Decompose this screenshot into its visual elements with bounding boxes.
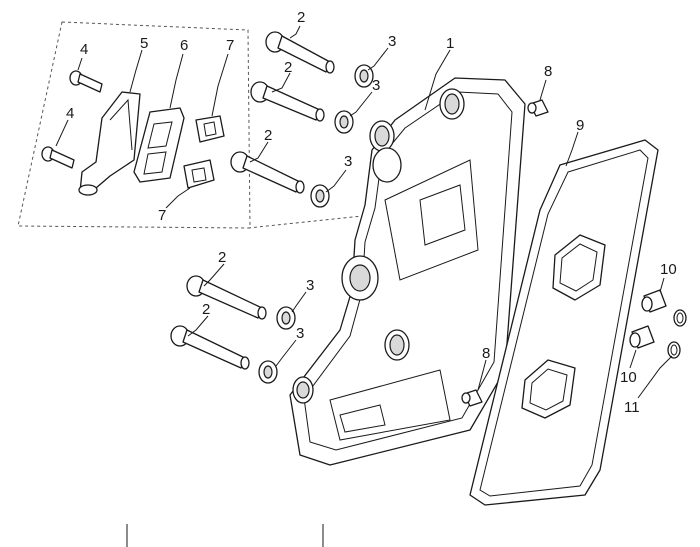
callout-3d: 3 — [306, 277, 314, 294]
valve-cover — [289, 77, 526, 466]
sleeve-10-a — [641, 289, 667, 313]
clip-7-b — [183, 159, 215, 189]
dowel-8-a — [527, 99, 549, 117]
callout-3a: 3 — [388, 33, 396, 50]
callout-1: 1 — [446, 35, 454, 52]
callout-3c: 3 — [344, 153, 352, 170]
breather-pipe-5 — [78, 91, 141, 196]
callout-3e: 3 — [296, 325, 304, 342]
screw-4-a — [69, 70, 103, 93]
o-ring-11 — [667, 309, 687, 359]
cover-gasket — [469, 139, 659, 506]
sleeve-10-b — [629, 325, 655, 349]
bolt-2-b — [250, 81, 325, 122]
bolt-2-d — [186, 275, 267, 320]
callout-3b: 3 — [372, 77, 380, 94]
callout-2e: 2 — [202, 301, 210, 318]
callout-11: 11 — [624, 399, 640, 416]
callout-4b: 4 — [66, 105, 74, 122]
callout-2a: 2 — [297, 9, 305, 26]
callout-6: 6 — [180, 37, 188, 54]
callout-10a: 10 — [660, 261, 677, 278]
callout-5: 5 — [140, 35, 148, 52]
bolt-2-e — [170, 325, 250, 370]
callout-7b: 7 — [158, 207, 166, 224]
callout-7a: 7 — [226, 37, 234, 54]
callout-8a: 8 — [544, 63, 552, 80]
callout-10b: 10 — [620, 369, 637, 386]
callout-2d: 2 — [218, 249, 226, 266]
callout-8b: 8 — [482, 345, 490, 362]
clip-7-a — [195, 115, 225, 143]
bolt-2-c — [230, 151, 305, 194]
callout-4a: 4 — [80, 41, 88, 58]
callout-2b: 2 — [284, 59, 292, 76]
callout-9: 9 — [576, 117, 584, 134]
bolt-2-a — [265, 31, 335, 74]
dowel-8-b — [461, 389, 483, 407]
callout-2c: 2 — [264, 127, 272, 144]
breather-plate-6 — [133, 107, 185, 183]
screw-4-b — [41, 146, 75, 169]
